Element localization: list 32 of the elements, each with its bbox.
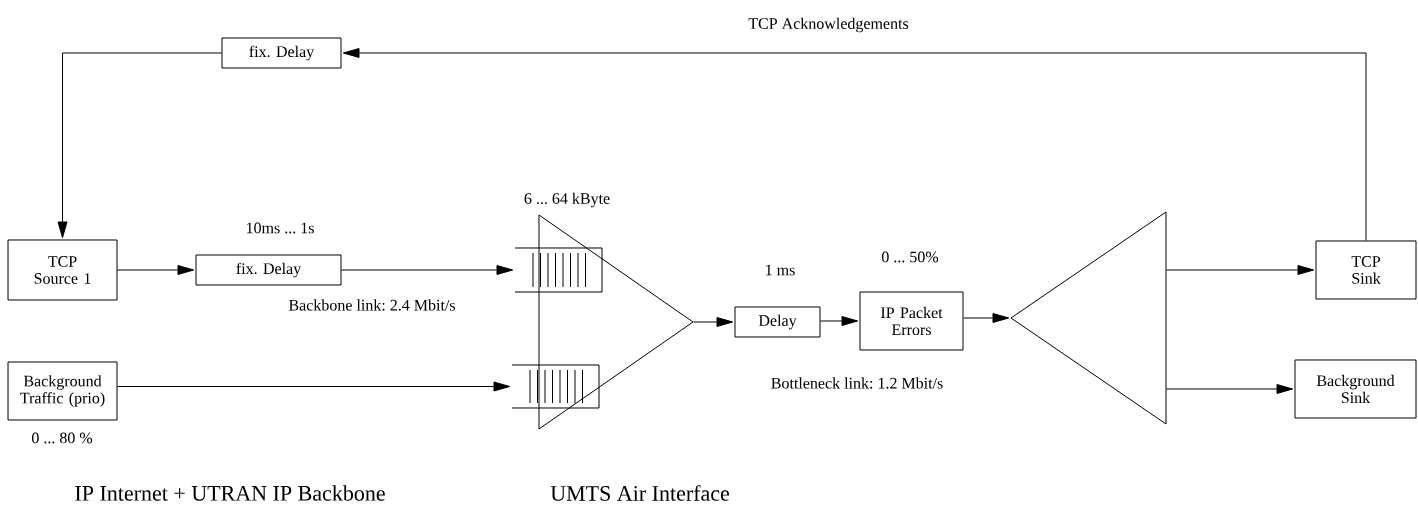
text-label: UMTS Air Interface xyxy=(550,485,730,501)
arrow xyxy=(1166,265,1315,275)
arrow xyxy=(342,48,1367,241)
parameter-label: 10ms ... 1s xyxy=(246,222,314,234)
triangle xyxy=(538,214,694,430)
arrow xyxy=(117,265,195,275)
arrow xyxy=(57,52,222,239)
triangle xyxy=(1010,211,1167,425)
process-box: fix. Delay xyxy=(195,254,342,286)
edge-label: TCP Acknowledgements xyxy=(747,16,910,34)
parameter-label: 0 ... 50% xyxy=(881,251,939,263)
process-box: TCP Sink xyxy=(1315,240,1417,300)
arrow xyxy=(693,317,734,327)
text-label: Bottleneck link: 1.2 Mbit/s xyxy=(771,377,943,389)
process-box: Delay xyxy=(734,306,821,338)
process-box: TCP Source 1 xyxy=(7,239,118,301)
process-box: Background Traffic (prio) xyxy=(7,361,118,421)
process-box: Background Sink xyxy=(1294,359,1417,419)
queue-drawing xyxy=(511,364,600,409)
arrow xyxy=(820,316,859,326)
arrow xyxy=(341,265,514,275)
queue-drawing xyxy=(514,247,603,293)
process-box: fix. Delay xyxy=(221,37,342,69)
text-label: Backbone link: 2.4 Mbit/s xyxy=(288,299,455,311)
arrow xyxy=(1166,384,1294,394)
parameter-label: 0 ... 80 % xyxy=(31,432,93,444)
parameter-label: 1 ms xyxy=(766,264,795,276)
parameter-label: 6 ... 64 kByte xyxy=(524,192,610,208)
process-box: IP Packet Errors xyxy=(859,291,964,351)
arrow xyxy=(963,313,1010,323)
arrow xyxy=(117,381,511,392)
text-label: IP Internet + UTRAN IP Backbone xyxy=(75,485,385,501)
